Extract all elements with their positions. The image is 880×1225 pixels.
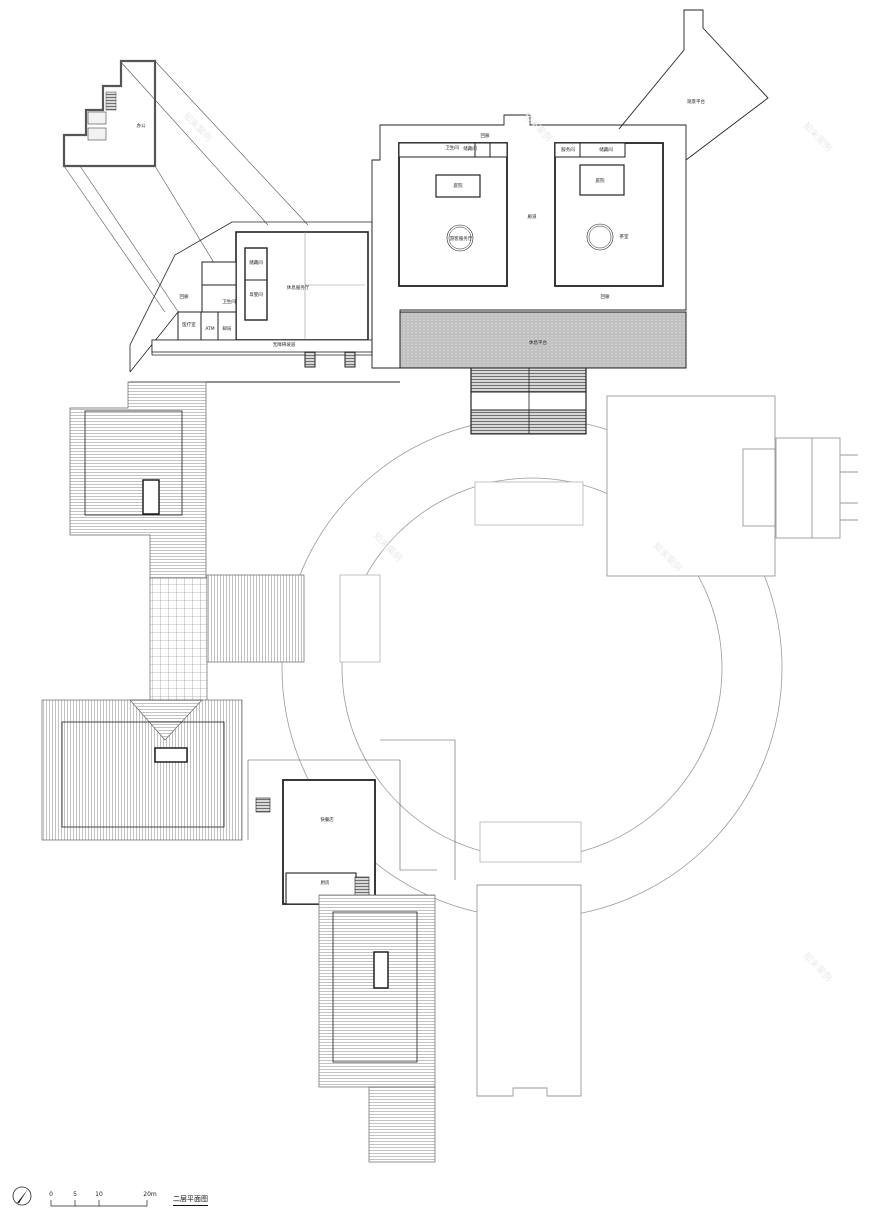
room-label-office: 办公 bbox=[136, 123, 146, 129]
west-deck-2 bbox=[41, 699, 243, 841]
room-label-courtyard-1: 庭院 bbox=[453, 183, 463, 189]
room-label-north-corridor: 回廊 bbox=[480, 133, 490, 139]
room-label-storage-3: 储藏间 bbox=[463, 146, 477, 152]
scale-bar bbox=[50, 1200, 148, 1207]
room-label-courtyard-2: 庭院 bbox=[595, 178, 605, 184]
southeast-building bbox=[476, 884, 582, 1097]
scale-tick-0: 0 bbox=[49, 1191, 53, 1198]
room-label-tea-room: 茶室 bbox=[619, 234, 629, 240]
office-block bbox=[62, 59, 157, 168]
east-building bbox=[606, 395, 858, 577]
room-label-central-corridor: 廊道 bbox=[527, 214, 537, 220]
room-label-kitchen: 厨房 bbox=[320, 880, 330, 886]
room-label-viewing-platform: 观景平台 bbox=[687, 99, 705, 105]
room-label-storage-4: 储藏间 bbox=[599, 147, 613, 153]
scale-tick-10: 10 bbox=[95, 1191, 103, 1198]
connector-lines bbox=[63, 60, 309, 331]
room-label-rest-hall: 休息服务厅 bbox=[286, 285, 310, 291]
west-deck-1 bbox=[69, 381, 305, 704]
viewing-platform bbox=[618, 9, 769, 161]
room-label-service: 服务间 bbox=[561, 147, 575, 153]
north-arrow-icon bbox=[12, 1186, 32, 1206]
room-label-storage: 储藏间 bbox=[249, 260, 263, 266]
room-label-storage-2: 母婴间 bbox=[249, 292, 263, 298]
room-label-toilet: 卫生间 bbox=[222, 299, 236, 305]
fastfood-block bbox=[247, 739, 456, 905]
room-label-visitor-hall: 游客服务厅 bbox=[449, 236, 473, 242]
scale-tick-5: 5 bbox=[73, 1191, 77, 1198]
room-label-post: 邮局 bbox=[222, 326, 232, 332]
room-label-ramp: 无障碍坡道 bbox=[272, 342, 296, 348]
main-building bbox=[371, 114, 687, 435]
scale-tick-20: 20m bbox=[143, 1191, 157, 1198]
drawing-title: 二层平面图 bbox=[173, 1194, 208, 1206]
room-label-toilet-2: 卫生间 bbox=[445, 145, 459, 151]
room-label-fast-food: 快餐店 bbox=[320, 817, 334, 823]
rest-hall-block bbox=[129, 221, 373, 373]
room-label-medical: 医疗室 bbox=[182, 322, 196, 328]
room-label-south-corridor: 回廊 bbox=[600, 294, 610, 300]
south-deck bbox=[318, 894, 436, 1163]
room-label-rest-platform: 休息平台 bbox=[529, 340, 547, 346]
room-label-atm: ATM bbox=[205, 326, 215, 332]
room-label-corridor: 回廊 bbox=[179, 294, 189, 300]
